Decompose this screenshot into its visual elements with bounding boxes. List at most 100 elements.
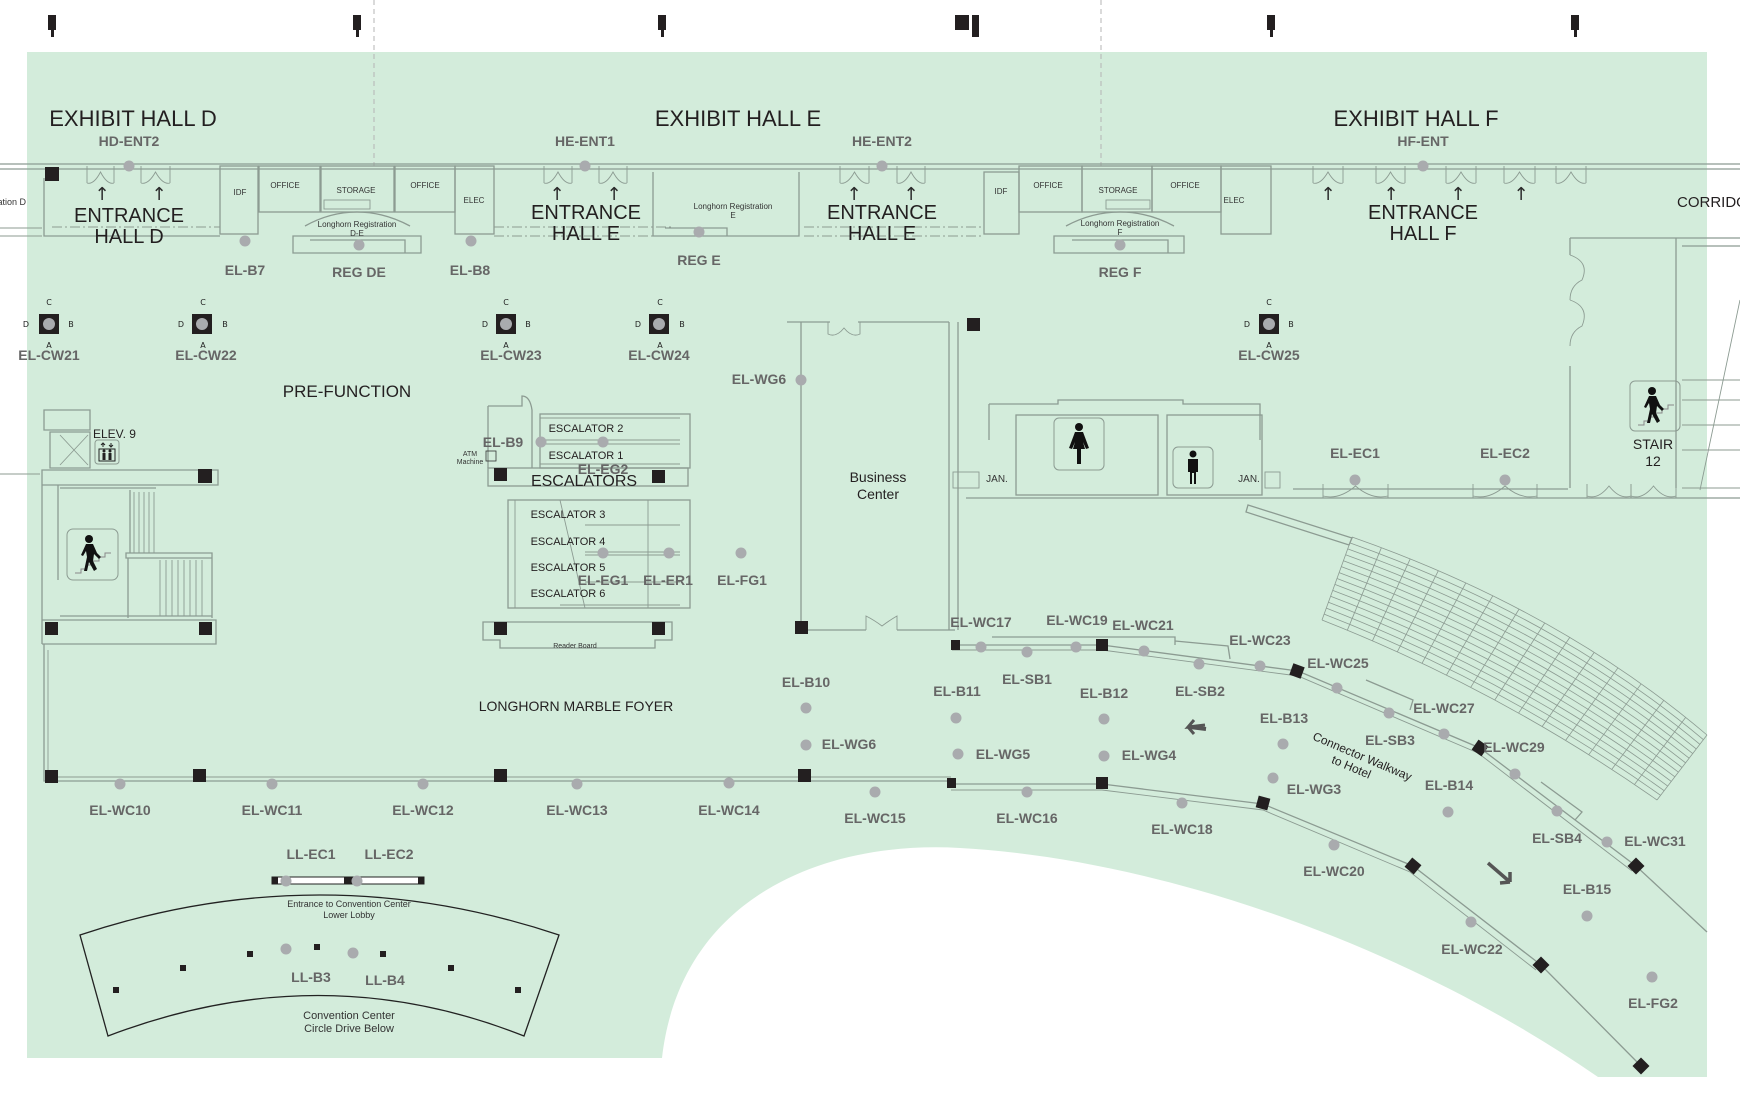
entrance-hall-e-label: HALL E <box>552 223 620 245</box>
entrance-arrow-icon: ↑ <box>606 184 621 205</box>
entrance-arrow-icon: ↑ <box>903 184 918 205</box>
bleacher-aisle <box>1470 608 1520 688</box>
bleacher-aisle <box>1656 734 1708 801</box>
column <box>344 877 356 884</box>
marker-label: EL-WG6 <box>822 736 877 752</box>
doors <box>86 166 1677 498</box>
corridor-wall <box>1293 488 1740 499</box>
location-marker-dot <box>280 875 292 887</box>
post-stem <box>1574 30 1577 37</box>
column <box>198 469 212 483</box>
letter-c: C <box>503 298 509 307</box>
mens-restroom <box>1166 414 1263 496</box>
escalator-4-label: ESCALATOR 4 <box>531 536 606 548</box>
column <box>798 769 811 782</box>
marker-label: LL-B3 <box>291 969 331 985</box>
structural-columns <box>45 167 1650 1075</box>
idf-label: IDF <box>995 187 1008 196</box>
bleacher-aisle <box>1634 717 1687 785</box>
registration-e-room <box>652 172 800 237</box>
office-label: OFFICE <box>270 181 299 190</box>
location-marker-dot <box>571 778 583 790</box>
entrance-arrow-icon: ↑ <box>94 184 109 205</box>
escalator-6-label: ESCALATOR 6 <box>531 588 606 600</box>
bleacher-aisle <box>1421 582 1467 664</box>
letter-d: D <box>1244 320 1250 329</box>
column <box>314 944 320 950</box>
atm-alcove <box>487 395 533 468</box>
walker-body <box>1644 396 1664 423</box>
column <box>272 877 278 884</box>
bleacher-aisle <box>1446 595 1494 676</box>
location-marker-dot <box>465 235 477 247</box>
marker-label: EL-CW21 <box>18 347 80 363</box>
location-marker-dot <box>1070 641 1082 653</box>
marker-label: EL-B14 <box>1425 777 1473 793</box>
column <box>1404 857 1422 875</box>
reader-board <box>482 621 673 649</box>
womens-restroom-icon-frame <box>1053 417 1105 471</box>
escalator-1-label: ESCALATOR 1 <box>549 450 624 462</box>
door-icon <box>1630 484 1677 498</box>
column <box>494 622 507 635</box>
entrance-hall-e2-line <box>804 226 984 237</box>
post <box>48 15 56 30</box>
bleacher-aisle <box>1588 683 1642 755</box>
letter-b: B <box>68 320 74 329</box>
bleacher-aisle <box>1611 700 1665 770</box>
letter-d: D <box>178 320 184 329</box>
pre-function-label: PRE-FUNCTION <box>283 382 411 401</box>
figure-dress <box>1069 432 1089 464</box>
elev9-label: ELEV. 9 <box>93 427 136 441</box>
location-marker-dot <box>1021 646 1033 658</box>
bleacher-aisle <box>1372 558 1411 641</box>
escalator-5-label: ESCALATOR 5 <box>531 562 606 574</box>
marker-label: EL-WC25 <box>1307 655 1369 671</box>
marker-label: EL-FG1 <box>717 572 767 588</box>
bleacher-seating <box>1321 536 1708 801</box>
entrance-code-he-ent2: HE-ENT2 <box>852 133 912 149</box>
registration-f-label: Longhorn Registration <box>1081 219 1160 228</box>
marker-label: EL-WC22 <box>1441 941 1503 957</box>
column <box>193 769 206 782</box>
exterior-posts <box>48 15 1579 37</box>
door-icon <box>1375 166 1406 184</box>
marker-label: EL-WC13 <box>546 802 608 818</box>
location-marker-dot <box>1438 728 1450 740</box>
location-marker-dot <box>1328 839 1340 851</box>
door-icon <box>839 166 870 184</box>
marker-dot <box>653 318 665 330</box>
arrow-left-icon-shaft <box>1189 725 1207 731</box>
business-center-label: Business <box>850 469 907 485</box>
location-marker-dot <box>1176 797 1188 809</box>
womens-restroom-icon <box>1053 417 1105 471</box>
letter-b: B <box>679 320 685 329</box>
location-marker-dot <box>1601 836 1613 848</box>
location-marker-dot <box>123 160 135 172</box>
marker-dot <box>500 318 512 330</box>
letter-b: B <box>525 320 531 329</box>
column <box>1096 639 1108 651</box>
marker-label: EL-WC19 <box>1046 612 1108 628</box>
janitor-label: JAN. <box>1238 474 1260 485</box>
left-stair <box>60 487 213 618</box>
marker-label: EL-WG6 <box>732 371 787 387</box>
location-marker-dot <box>1254 660 1266 672</box>
bleacher-aisle <box>1494 622 1546 701</box>
marker-dot <box>43 318 55 330</box>
location-marker-dot <box>266 778 278 790</box>
marker-label: LL-B4 <box>365 972 405 988</box>
person-head <box>102 449 106 453</box>
person-body <box>108 453 112 460</box>
door-icon <box>1555 166 1587 184</box>
location-marker-dot <box>1442 806 1454 818</box>
marker-label: EL-WC18 <box>1151 821 1213 837</box>
column <box>1627 857 1645 875</box>
location-marker-dot <box>351 875 363 887</box>
letter-b: B <box>222 320 228 329</box>
location-marker-dot <box>950 712 962 724</box>
location-marker-dot <box>800 739 812 751</box>
janitor-label: JAN. <box>986 474 1008 485</box>
bleacher-aisle <box>1321 536 1353 621</box>
marker-label: EL-WC29 <box>1483 739 1545 755</box>
